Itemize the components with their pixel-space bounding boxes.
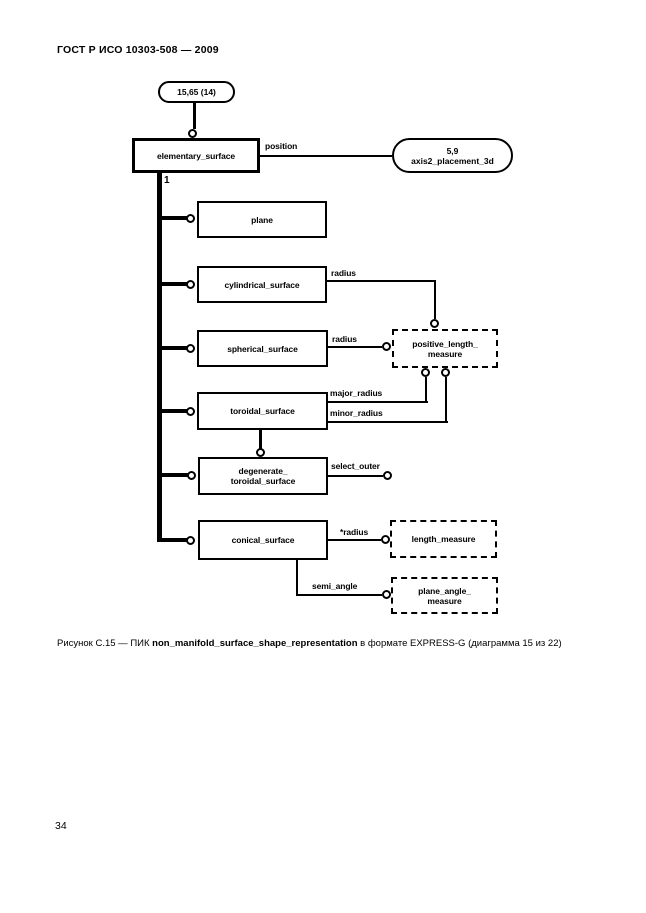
attr-line-minor-radius-v [445,377,447,423]
entity-box-toroidal-surface: toroidal_surface [197,392,328,430]
type-box-plane-angle-measure: plane_angle_ measure [391,577,498,614]
attr-label-radius-spherical: radius [332,334,357,344]
attr-circle-radius-conical [381,535,390,544]
type-label-line2: measure [427,595,462,606]
caption-entity-name: non_manifold_surface_shape_representatio… [152,638,358,649]
type-label-line2: measure [427,348,463,359]
subtype-circle-degenerate-top [256,448,265,457]
attr-line-radius-spherical [328,346,382,348]
external-ref-name: axis2_placement_3d [411,155,494,166]
entity-box-cylindrical-surface: cylindrical_surface [197,266,327,303]
branch-line-cylindrical [157,282,188,286]
external-ref-page: 5,9 [446,145,459,156]
subtype-circle-degenerate [187,471,196,480]
attr-label-radius-conical: *radius [340,527,369,537]
oneof-label: 1 [164,175,170,186]
entity-label: elementary_surface [156,150,236,161]
attr-circle-minor-radius [441,368,450,377]
entity-label: toroidal_surface [230,406,295,416]
attr-circle-radius-cylindrical [430,319,439,328]
branch-line-conical [157,538,188,542]
branch-line-degenerate [157,473,189,477]
attr-label-major-radius: major_radius [330,388,383,398]
entity-label-line2: toroidal_surface [230,476,296,486]
attr-line-major-radius-v [425,377,427,403]
entity-box-plane: plane [197,201,327,238]
attr-label-minor-radius: minor_radius [330,408,383,418]
attr-circle-semi-angle [382,590,391,599]
entity-label-line1: degenerate_ [238,466,288,476]
attr-line-select-outer [328,475,383,477]
external-ref-oval-axis2-placement: 5,9 axis2_placement_3d [392,138,513,173]
entity-box-spherical-surface: spherical_surface [197,330,328,367]
figure-caption: Рисунок С.15 — ПИК non_manifold_surface_… [57,638,602,650]
subtype-line-degenerate [259,430,262,449]
attr-label-select-outer: select_outer [331,461,380,471]
attr-line-semi-angle-v [296,560,298,596]
entity-box-conical-surface: conical_surface [198,520,328,560]
subtype-circle-spherical [186,344,195,353]
type-label-line1: positive_length_ [412,338,478,349]
attr-line-semi-angle-h [296,594,382,596]
entity-box-degenerate-toroidal-surface: degenerate_ toroidal_surface [198,457,328,495]
type-label: length_measure [411,534,476,544]
subtype-circle-cylindrical [186,280,195,289]
page-ref-label: 15,65 (14) [177,87,216,97]
type-box-positive-length-measure: positive_length_ measure [392,329,498,368]
caption-prefix: Рисунок С.15 — ПИК [57,638,153,649]
attr-label-semi-angle: semi_angle [312,581,358,591]
page-number: 34 [55,820,67,832]
subtype-circle-plane [186,214,195,223]
attr-circle-major-radius [421,368,430,377]
branch-line-toroidal [157,409,188,413]
attr-circle-select-outer [383,471,392,480]
subtype-circle-toroidal [186,407,195,416]
attr-line-radius-conical [328,539,381,541]
position-attr-label: position [265,141,298,151]
pageref-connector-line [193,103,196,129]
entity-label: plane [251,214,273,225]
entity-label: cylindrical_surface [224,279,300,290]
attr-line-major-radius-h [328,401,428,403]
page-ref-oval: 15,65 (14) [158,81,235,103]
document-header: ГОСТ Р ИСО 10303-508 — 2009 [57,44,219,56]
branch-line-spherical [157,346,188,350]
attr-circle-radius-spherical [382,342,391,351]
entity-label: spherical_surface [227,343,298,354]
attr-label-radius-cylindrical: radius [331,268,356,278]
branch-line-plane [157,216,188,220]
attr-line-minor-radius-h [328,421,448,423]
entity-box-elementary-surface: elementary_surface [132,138,260,173]
attr-line-radius-cylindrical-h [327,280,436,282]
subtype-circle-conical [186,536,195,545]
type-label-line1: plane_angle_ [418,585,471,596]
type-box-length-measure: length_measure [390,520,497,558]
attr-line-radius-cylindrical-v [434,282,436,319]
caption-suffix: в формате EXPRESS-G (диаграмма 15 из 22) [357,638,562,649]
position-attr-line [260,155,392,157]
subtype-trunk-line [157,173,162,542]
entity-label: conical_surface [231,535,295,545]
supertype-circle [188,129,197,138]
